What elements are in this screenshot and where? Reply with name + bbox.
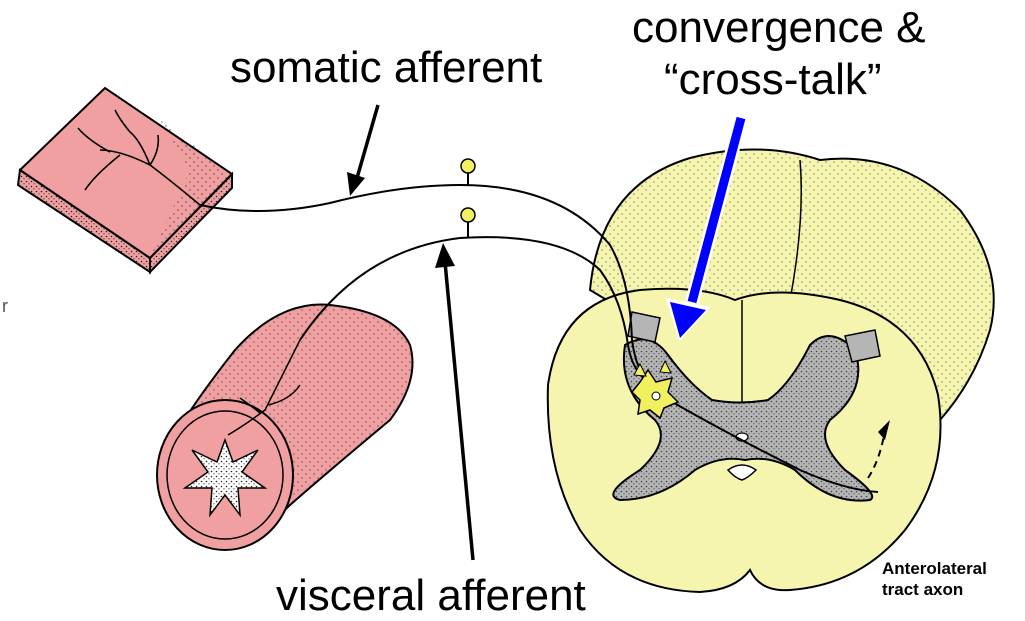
tract-label-line2: tract axon (882, 579, 963, 600)
visceral-cell-body (461, 208, 475, 222)
visceral-pointer-arrow (435, 243, 473, 560)
stray-glyph: r (2, 296, 8, 317)
dorsal-root-ganglion (461, 159, 475, 238)
skin-patch (18, 88, 232, 272)
visceral-afferent-label: visceral afferent (276, 572, 586, 620)
spinal-cord (548, 149, 994, 592)
gut-tube (157, 305, 413, 550)
somatic-cell-body (461, 159, 475, 173)
tract-label-line1: Anterolateral (882, 558, 987, 579)
convergence-label-line2: “cross-talk” (664, 56, 882, 104)
convergence-label-line1: convergence & (632, 4, 926, 52)
somatic-pointer-arrow (347, 105, 378, 196)
somatic-afferent-label: somatic afferent (230, 44, 542, 92)
